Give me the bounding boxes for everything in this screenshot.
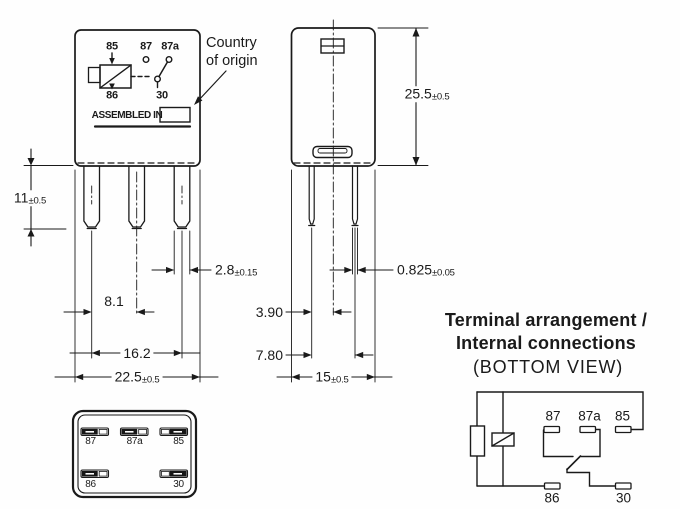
dim-body-width: 22.5±0.5 (111, 369, 163, 385)
schematic-87a-label: 87a (578, 407, 601, 423)
schematic-85-label: 85 (614, 407, 631, 423)
schematic-title-line3: (BOTTOM VIEW) (472, 357, 624, 377)
schematic-86-label: 86 (544, 489, 560, 505)
dim-pin-spread-side: 7.80 (255, 347, 283, 363)
country-of-origin-note: Country of origin (206, 35, 258, 69)
bottom-view-87-label: 87 (85, 435, 96, 447)
front-internal-schematic (87, 52, 173, 90)
front-terminal-87a-label: 87a (161, 40, 179, 52)
side-pins (308, 165, 359, 227)
dim-body-height: 25.5±0.5 (401, 86, 453, 102)
dim-body-depth: 15±0.5 (312, 369, 352, 385)
assembled-in-label: ASSEMBLED IN (91, 109, 163, 121)
bottom-view (71, 409, 198, 499)
schematic-terminal-slots (543, 425, 632, 490)
bottom-view-slots (80, 427, 189, 479)
bottom-view-86-label: 86 (85, 478, 96, 490)
dim-pin-spread-front: 16.2 (120, 346, 154, 360)
front-terminal-87-label: 87 (140, 40, 152, 52)
schematic-30-label: 30 (615, 489, 632, 505)
side-view (290, 19, 376, 316)
dim-pin-width-front: 2.8±0.15 (215, 261, 258, 279)
internal-connections-schematic (469, 391, 644, 490)
front-terminal-86-label: 86 (106, 89, 118, 102)
country-of-origin-arrow (194, 70, 227, 105)
extension-lines (23, 27, 429, 383)
schematic-title-line2: Internal connections (455, 333, 637, 353)
dim-pin-pitch-front: 8.1 (104, 293, 124, 309)
dimension-lines (27, 27, 420, 381)
bottom-view-85-label: 85 (173, 435, 184, 447)
front-terminal-30-label: 30 (156, 89, 168, 102)
bottom-view-87a-label: 87a (126, 435, 143, 447)
front-view (74, 29, 227, 230)
schematic-title-line1: Terminal arrangement / (444, 310, 648, 330)
bottom-view-30-label: 30 (173, 478, 184, 490)
dim-pin-length: 11±0.5 (10, 190, 50, 206)
front-terminal-85-label: 85 (106, 40, 118, 53)
dim-pin-thickness-side: 0.825±0.05 (397, 261, 455, 279)
dim-pin-pitch-side: 3.90 (255, 304, 283, 320)
assembled-in-box (93, 106, 192, 128)
schematic-87-label: 87 (545, 407, 561, 423)
